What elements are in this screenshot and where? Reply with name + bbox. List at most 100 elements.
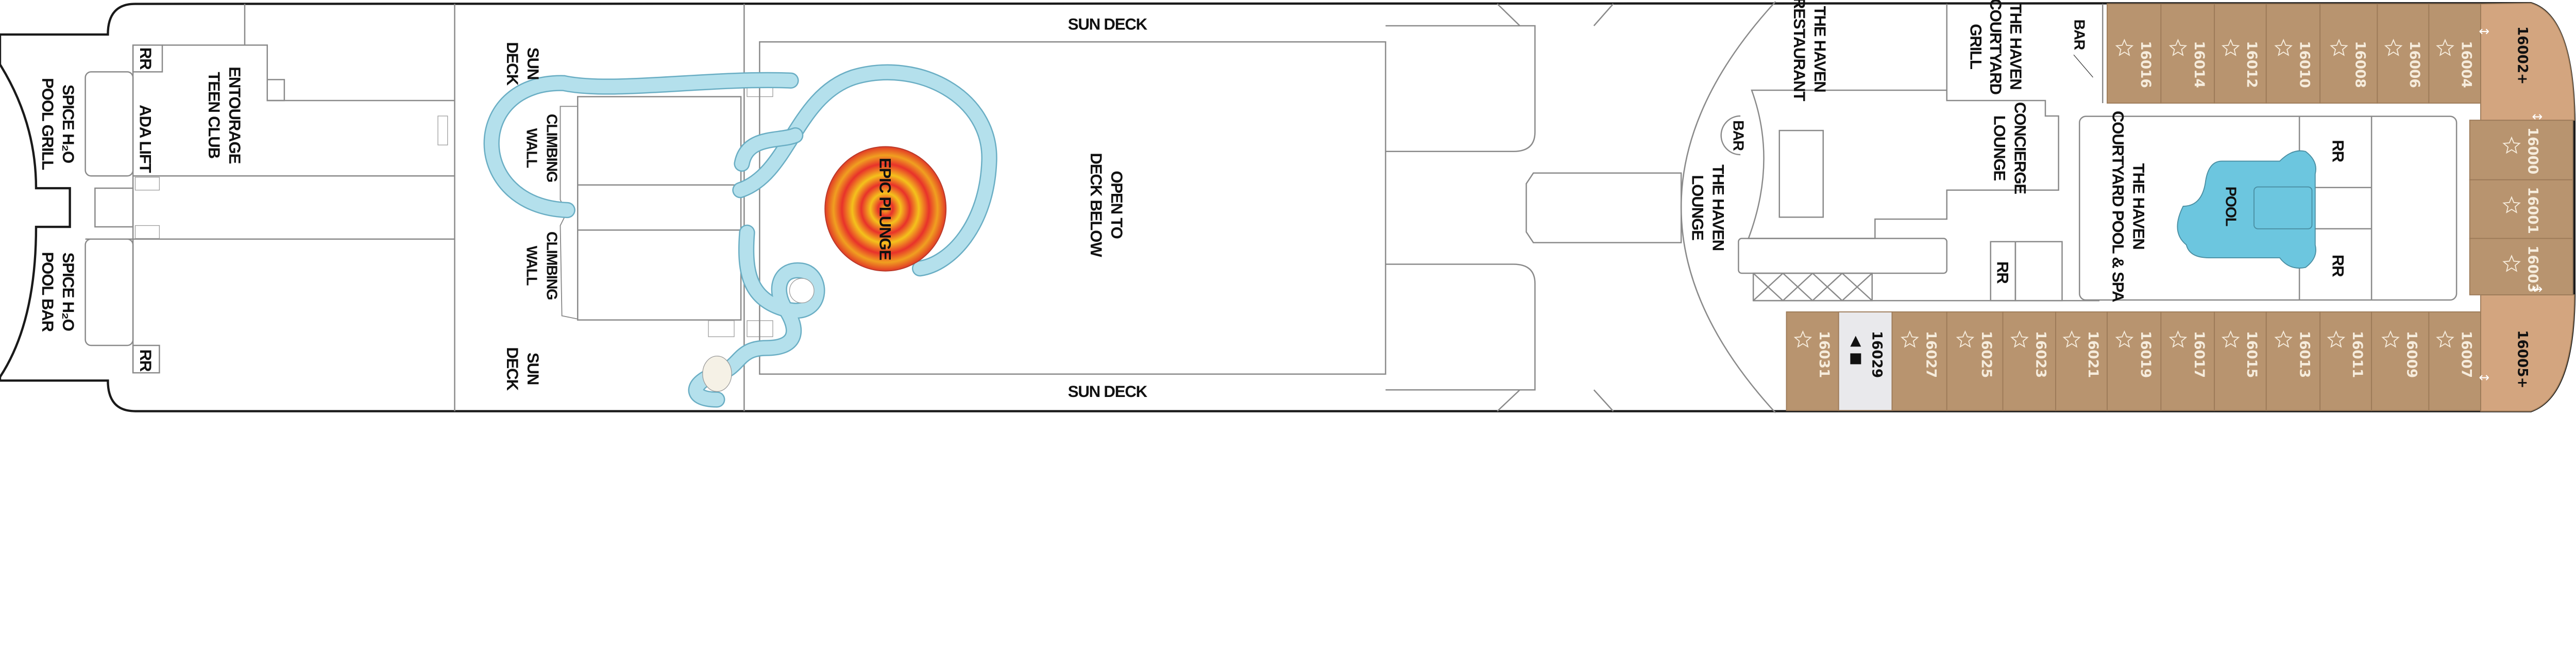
sun-deck-label: SUN [524,47,542,79]
star-icon [2168,330,2188,348]
cabin-16005+[interactable]: 16005+ [2480,294,2575,412]
open-to-deck-below-label: OPEN TO [1108,171,1126,238]
cabin-area[interactable] [2469,238,2573,295]
pool [2177,150,2316,269]
cabin-area[interactable] [1786,311,1839,411]
bar-counter [1720,115,1741,156]
cabin-16025[interactable]: 16025 [1946,311,2004,411]
connecting-arrows-icon: ↔ [2479,24,2489,39]
sun-deck-label: SUN [524,353,542,385]
square-icon: ■ [1849,350,1862,366]
ada-lift-label: ADA LIFT [136,105,154,173]
cabin-16004[interactable]: 16004 [2428,3,2481,104]
cabin-area[interactable] [2371,311,2430,411]
restroom-label: RR [137,47,155,70]
cabin-16002+[interactable]: 16002+ [2480,3,2575,121]
water-slides [483,64,997,408]
entourage-label: ENTOURAGE [226,67,244,163]
cabin-16006[interactable]: 16006 [2377,3,2430,104]
star-icon [2010,330,2029,348]
star-icon [2502,196,2521,213]
cabin-16012[interactable]: 16012 [2214,3,2267,104]
courtyard-pool-area [2079,115,2458,301]
cabin-area[interactable] [2480,3,2575,121]
cabin-number: 16008 [2352,41,2368,88]
cabin-16029[interactable]: 16029▲■ [1838,311,1893,411]
cabin-number: 16027 [1923,331,1938,378]
connecting-arrows-icon: ↔ [2479,370,2489,385]
cabin-number: 16003 [2525,245,2540,292]
star-icon [2062,330,2081,348]
cabin-area[interactable] [2319,3,2378,104]
cabin-number: 16007 [2458,331,2473,378]
deck-plan: SPICE H₂O POOL GRILL SPICE H₂O POOL BAR … [0,0,2576,413]
star-icon [1956,330,1975,348]
cabin-number: 16011 [2349,331,2365,378]
cabin-area[interactable] [2428,311,2481,411]
star-icon [2115,39,2134,56]
cabin-number: 16014 [2191,41,2207,88]
cabin-number: 16016 [2138,41,2153,88]
cabin-16003[interactable]: 16003 [2469,238,2573,295]
cabin-area[interactable] [2160,311,2215,411]
cabin-16007[interactable]: 16007 [2428,311,2481,411]
cabin-16017[interactable]: 16017 [2160,311,2215,411]
courtyard-grill-label: GRILL [1967,24,1985,70]
cabin-number: 16025 [1978,331,1994,378]
cabin-area[interactable] [2055,311,2108,411]
star-icon [2502,254,2521,272]
entourage-label: TEEN CLUB [205,72,223,158]
restroom-label: RR [2329,255,2347,277]
cabin-16009[interactable]: 16009 [2371,311,2430,411]
star-icon [2221,330,2240,348]
cabin-16031[interactable]: 16031 [1786,311,1839,411]
sun-deck-label: DECK [503,347,521,391]
sun-deck-label: SUN DECK [1068,383,1148,401]
courtyard-pool-spa-label: THE HAVEN [2130,163,2148,249]
cabin-area[interactable] [1946,311,2004,411]
star-icon [2502,136,2521,154]
cabin-16011[interactable]: 16011 [2319,311,2372,411]
cabin-16000[interactable]: 16000 [2469,120,2573,180]
star-icon [2115,330,2134,348]
cabin-16001[interactable]: 16001 [2469,179,2573,239]
star-icon [1901,330,1919,348]
star-icon [2436,330,2454,348]
cabin-16023[interactable]: 16023 [2002,311,2056,411]
cabin-number: 16000 [2525,127,2540,174]
cabin-area[interactable] [2265,311,2321,411]
cabin-area[interactable] [2469,179,2573,239]
cabin-16008[interactable]: 16008 [2319,3,2378,104]
cabin-area[interactable] [2319,311,2372,411]
cabin-area[interactable] [1838,311,1893,411]
stairs [134,87,773,337]
cabin-area[interactable] [2160,3,2215,104]
cabin-16019[interactable]: 16019 [2107,311,2162,411]
cabin-number: 16004 [2458,41,2473,88]
haven-restaurant-label: RESTAURANT [1790,0,1808,101]
cabin-area[interactable] [2469,120,2573,180]
cabin-16021[interactable]: 16021 [2055,311,2108,411]
star-icon [2384,39,2403,56]
cabin-number: 16006 [2406,41,2422,88]
cabin-number: 16013 [2297,331,2312,378]
cabin-16016[interactable]: 16016 [2107,3,2162,104]
cabin-number: 16010 [2297,41,2312,88]
cabin-16010[interactable]: 16010 [2265,3,2321,104]
cabin-area[interactable] [2377,3,2430,104]
cabin-16014[interactable]: 16014 [2160,3,2215,104]
triangle-icon: ▲ [1850,332,1861,349]
spice-bar-label: SPICE H₂O [59,253,77,331]
epic-plunge-bowl [824,146,947,272]
cabin-area[interactable] [2214,3,2267,104]
cabin-16013[interactable]: 16013 [2265,311,2321,411]
cabin-area[interactable] [1891,311,1947,411]
cabin-16015[interactable]: 16015 [2214,311,2267,411]
cabin-area[interactable] [2214,311,2267,411]
cabin-area[interactable] [2428,3,2481,104]
cabin-area[interactable] [2002,311,2056,411]
cabin-area[interactable] [2480,294,2575,412]
venue-labels: SPICE H₂O POOL GRILL SPICE H₂O POOL BAR … [39,0,2347,401]
cabin-16027[interactable]: 16027 [1891,311,1947,411]
cabin-number: 16017 [2191,331,2207,378]
